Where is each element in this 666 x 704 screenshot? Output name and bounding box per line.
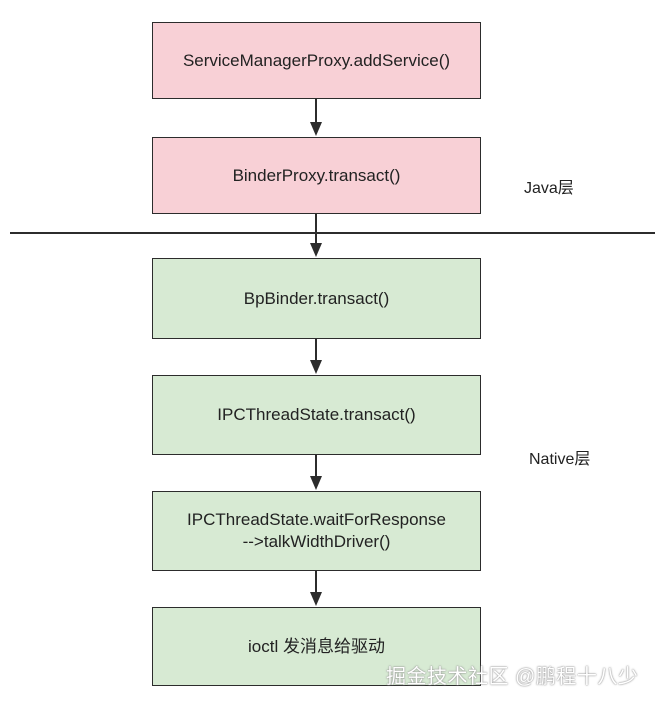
java-layer-label: Java层: [524, 180, 574, 197]
edge-n1-n2: [310, 99, 322, 136]
node-ipc-thread-state-transact: IPCThreadState.transact(): [152, 375, 481, 455]
node-bp-binder-transact: BpBinder.transact(): [152, 258, 481, 339]
edge-n4-n5: [310, 455, 322, 490]
native-layer-label: Native层: [529, 451, 591, 468]
node-label: BpBinder.transact(): [243, 288, 390, 308]
edge-n5-n6: [310, 571, 322, 606]
node-ioctl-send-to-driver: ioctl 发消息给驱动: [152, 607, 481, 686]
node-label-line-1: IPCThreadState.waitForResponse: [187, 510, 446, 529]
node-ipc-thread-state-wait-for-response: IPCThreadState.waitForResponse -->talkWi…: [152, 491, 481, 571]
node-service-manager-proxy-add-service: ServiceManagerProxy.addService(): [152, 22, 481, 99]
node-label: IPCThreadState.transact(): [217, 405, 416, 424]
node-label: ServiceManagerProxy.addService(): [182, 50, 451, 70]
node-label: BinderProxy.transact(): [232, 165, 401, 185]
node-label: ioctl 发消息给驱动: [248, 636, 385, 656]
edge-n2-n3: [310, 214, 322, 257]
node-label-line-2: -->talkWidthDriver(): [242, 532, 391, 551]
node-binder-proxy-transact: BinderProxy.transact(): [152, 137, 481, 214]
watermark: 掘金技术社区 @鹏程十八少: [386, 666, 639, 688]
edge-n3-n4: [310, 339, 322, 374]
